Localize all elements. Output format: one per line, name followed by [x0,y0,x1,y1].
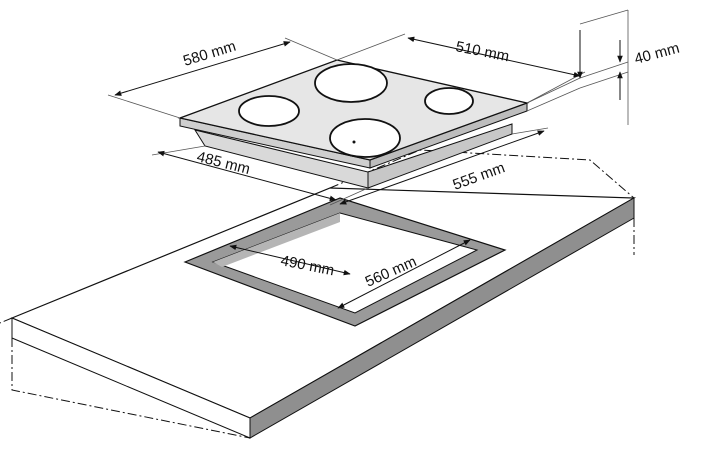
dim-555-line [339,130,545,205]
dim-580-ext-right [284,37,338,61]
dim-490-line [229,244,351,276]
cooking-zone-right [424,87,474,115]
hob-height-extension-bottom [526,87,581,112]
control-indicator-dot [352,140,356,144]
cooking-zone-rear-left [238,95,300,127]
dim-510-ext-left [336,33,406,61]
cooking-zone-rear-center [314,63,388,103]
hob-height-extension [526,77,581,104]
dim-40-ext-bottom [579,71,629,89]
dim-40-tick-top [579,9,629,25]
dim-580-line [114,41,291,96]
dim-560-line [337,239,471,309]
dimension-lines [107,9,629,309]
dim-510-line [407,36,581,78]
label-hob-width: 580 mm [181,38,238,70]
label-body-depth: 555 mm [451,159,508,194]
label-hob-depth: 510 mm [454,38,510,65]
cooking-zone-front [329,118,401,158]
dim-485-line [157,150,337,202]
label-hob-height: 40 mm [633,40,682,68]
dim-40-ext-top [579,61,629,79]
dim-580-ext-left [107,94,181,119]
